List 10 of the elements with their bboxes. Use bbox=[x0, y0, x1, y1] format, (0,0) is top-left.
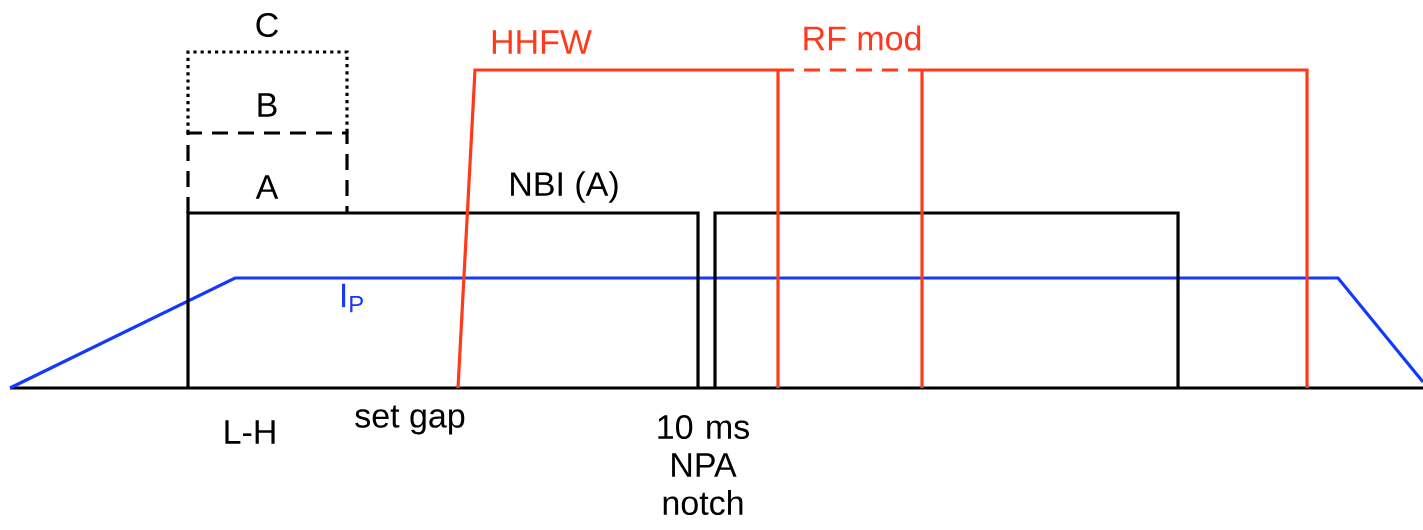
axis-label: HHFW bbox=[492, 30, 592, 54]
axis-label: L-H bbox=[225, 420, 275, 444]
axis-label: C bbox=[256, 12, 278, 38]
axis-label: NBI (A) bbox=[511, 171, 618, 203]
axis-label: A bbox=[255, 175, 279, 199]
axis-label: I$_{P}$ bbox=[342, 283, 363, 313]
axis-label: set gap bbox=[355, 405, 465, 435]
axis-label: B bbox=[258, 93, 277, 117]
axis-label: RF mod bbox=[804, 25, 921, 51]
axis-label: 10 ms NPA notch bbox=[658, 414, 749, 516]
